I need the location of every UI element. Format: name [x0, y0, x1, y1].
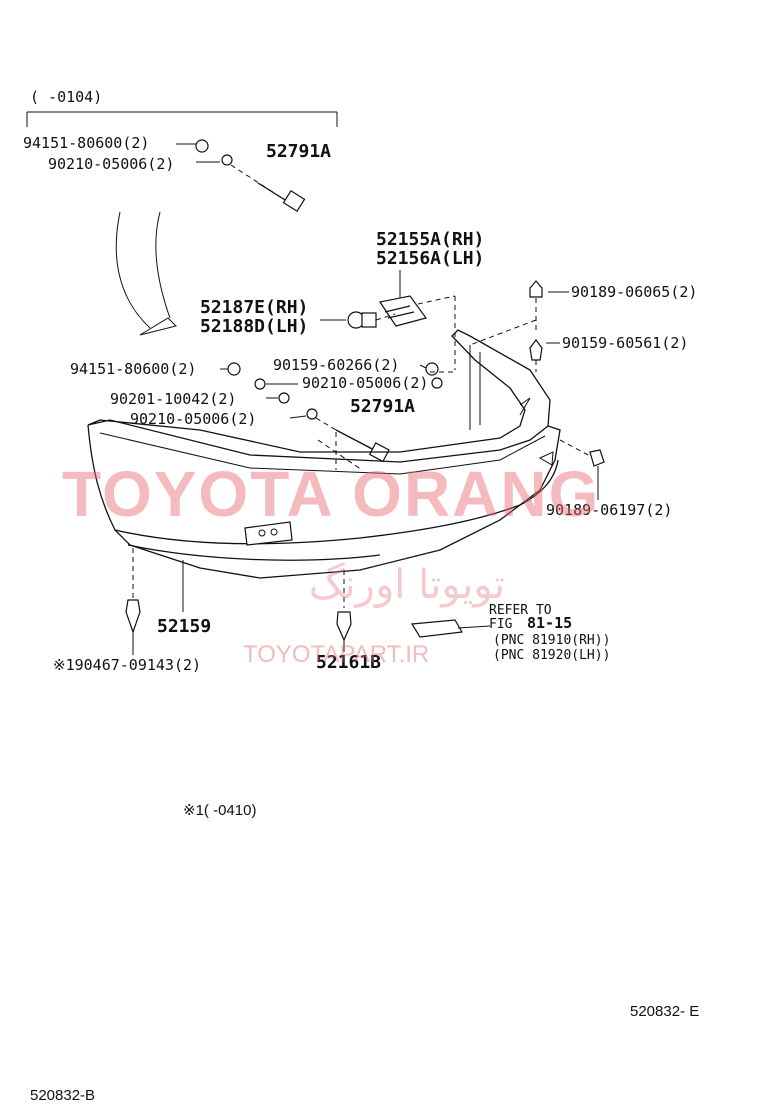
diagram-id-bottom: 520832-B: [30, 1087, 95, 1104]
bolt-shaft: [257, 182, 291, 204]
nut-icon: [227, 362, 241, 376]
push-rivet-icon: [125, 599, 141, 634]
callout-52791A-mid[interactable]: 52791A: [350, 396, 415, 417]
callout-52161B[interactable]: 52161B: [316, 652, 381, 673]
rear-bumper-cover[interactable]: [87, 329, 561, 579]
washer-icon: [221, 154, 233, 166]
middle-fastener-group: [220, 362, 455, 471]
nut-icon: [529, 280, 543, 298]
washer-icon: [431, 377, 443, 389]
screw-icon: [529, 339, 543, 361]
assembly-arrow: [115, 211, 177, 336]
nut-icon: [195, 139, 209, 153]
callout-90159-60266[interactable]: 90159-60266(2): [273, 356, 399, 374]
refer-to-text: REFER TO: [489, 603, 552, 618]
washer-icon: [254, 378, 266, 390]
callout-52791A-top[interactable]: 52791A: [266, 141, 331, 162]
callout-190467-09143[interactable]: ※190467-09143(2): [53, 656, 201, 674]
reflector-opening: [244, 521, 293, 546]
washer-icon: [278, 392, 290, 404]
nut-icon: [425, 362, 439, 376]
watermark-url: TOYOTAPART.IR: [243, 641, 429, 668]
pnc-rh: (PNC 81910(RH)): [493, 633, 610, 648]
callout-52187E[interactable]: 52187E(RH): [200, 297, 308, 318]
callout-90210-05006-mid1[interactable]: 90210-05006(2): [302, 374, 428, 392]
bottom-fastener-group: [125, 548, 352, 655]
footnote-date-range: ※1( -0410): [183, 802, 256, 819]
callout-52159[interactable]: 52159: [157, 616, 211, 637]
right-fastener-group: [469, 280, 569, 372]
diagram-id-right: 520832- E: [630, 1003, 699, 1020]
callout-52188D[interactable]: 52188D(LH): [200, 316, 308, 337]
callout-94151-80600-top[interactable]: 94151-80600(2): [23, 134, 149, 152]
top-fastener-group: [176, 139, 306, 213]
callout-90210-05006-top[interactable]: 90210-05006(2): [48, 155, 174, 173]
refer-fig-label: FIG: [489, 617, 513, 632]
spacer-clip-icon: [320, 311, 396, 329]
callout-90189-06065[interactable]: 90189-06065(2): [571, 283, 697, 301]
clip-icon: [336, 611, 352, 642]
date-range-bracket: [26, 111, 338, 127]
callout-52155A[interactable]: 52155A(RH): [376, 229, 484, 250]
reflector-reference: [410, 619, 491, 638]
side-retainer-icon: [379, 270, 456, 370]
watermark-brand: TOYOTA ORANG: [62, 458, 600, 530]
callout-52156A[interactable]: 52156A(LH): [376, 248, 484, 269]
side-clip-icon: [559, 439, 605, 500]
callout-90159-60561[interactable]: 90159-60561(2): [562, 334, 688, 352]
date-range-top: ( -0104): [30, 88, 102, 106]
washer-icon: [306, 408, 318, 420]
bolt-head-icon: [282, 189, 306, 213]
bolt-shaft: [335, 429, 379, 453]
callout-90210-05006-mid2[interactable]: 90210-05006(2): [130, 410, 256, 428]
watermark-persian: تویوتا اورنگ: [309, 562, 505, 608]
refer-fig-number[interactable]: 81-15: [527, 614, 572, 632]
callout-90201-10042[interactable]: 90201-10042(2): [110, 390, 236, 408]
reflector-icon: [410, 619, 463, 638]
callout-90189-06197[interactable]: 90189-06197(2): [546, 501, 672, 519]
pnc-lh: (PNC 81920(LH)): [493, 648, 610, 663]
callout-94151-80600-mid[interactable]: 94151-80600(2): [70, 360, 196, 378]
